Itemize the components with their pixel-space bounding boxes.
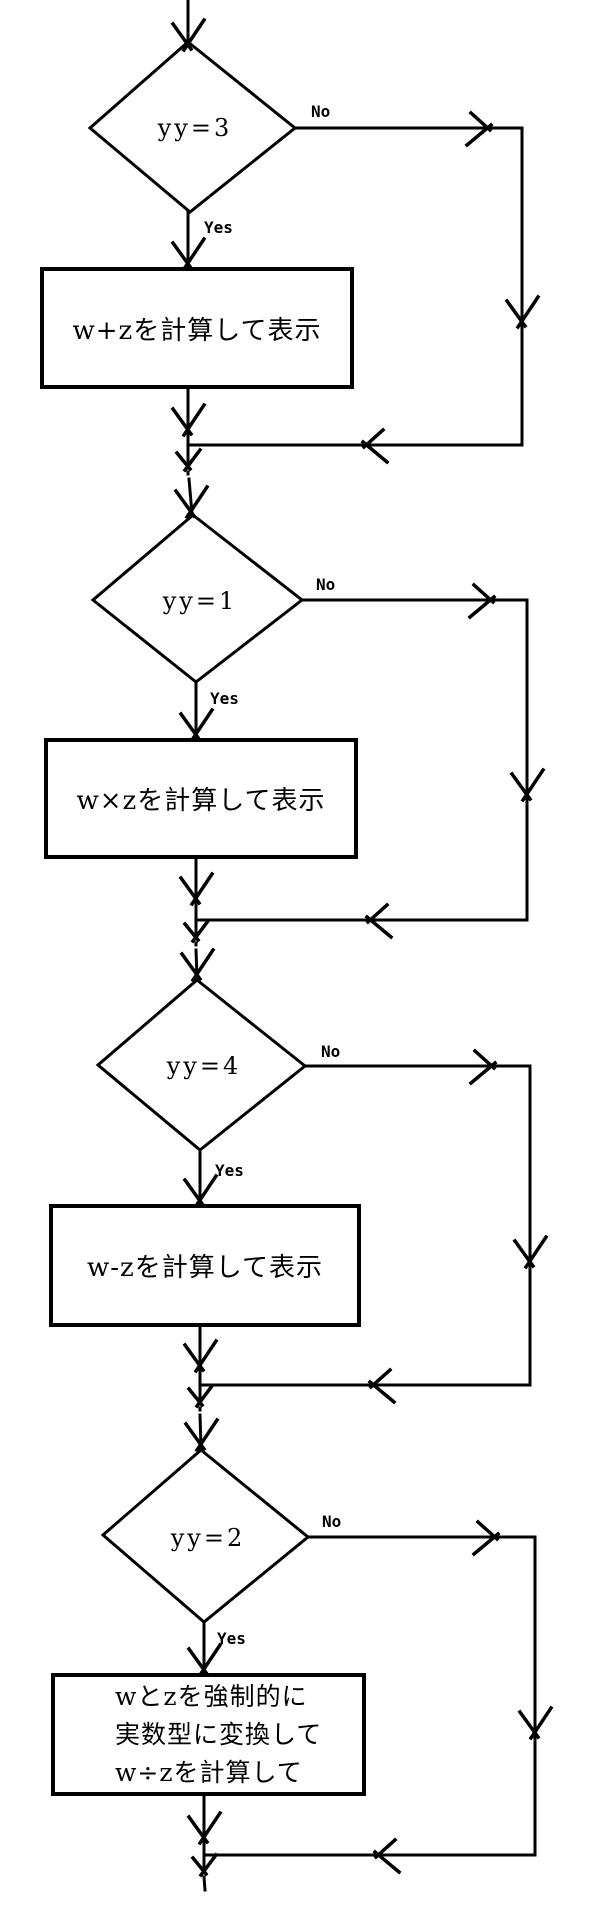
process-box-w-minus-z: w-zを計算して表示: [49, 1204, 361, 1327]
arrowhead-down: [178, 871, 215, 907]
arrowhead-down-small: [174, 447, 203, 473]
arrowhead-down: [182, 1173, 219, 1209]
arrowhead-down: [179, 947, 216, 983]
arrowhead-right: [468, 1048, 498, 1086]
no-branch-connector-3: [303, 1064, 532, 1387]
final-exit-connector: [202, 1853, 207, 1892]
arrowhead-right: [471, 1519, 501, 1557]
condition-label-1: yy=3: [157, 114, 233, 142]
no-branch-connector-1: [293, 126, 524, 447]
post-merge-connector-1: [186, 443, 194, 516]
section-yy4: yy=4 No Yes: [95, 978, 549, 1453]
yes-label-2: Yes: [210, 689, 239, 708]
yes-label-4: Yes: [217, 1629, 246, 1648]
post-merge-connector-2: [194, 918, 199, 979]
no-label-3: No: [321, 1042, 340, 1061]
arrowhead-down: [504, 294, 541, 330]
no-branch-connector-2: [300, 598, 529, 922]
arrowhead-down-small: [190, 1852, 219, 1878]
yes-label-1: Yes: [204, 218, 233, 237]
arrowhead-left: [372, 1837, 402, 1875]
post-merge-connector-3: [198, 1383, 203, 1449]
section-yy3: yy=3 No Yes: [87, 0, 541, 520]
arrowhead-down: [170, 17, 207, 53]
arrowhead-down: [512, 1234, 549, 1270]
arrowhead-down: [509, 767, 546, 803]
arrowhead-down-small: [182, 918, 211, 944]
process-label-w-divide-z-line2: 実数型に変換して: [115, 1719, 323, 1749]
section-yy1: yy=1 No Yes: [90, 513, 546, 983]
arrowhead-down: [186, 1810, 223, 1846]
arrowhead-down: [517, 1705, 554, 1741]
process-label-w-divide-z-line3: w÷zを計算して: [115, 1757, 303, 1787]
arrowhead-left: [364, 902, 394, 940]
condition-label-4: yy=2: [170, 1524, 246, 1552]
arrowhead-down: [182, 1338, 219, 1374]
arrowhead-down: [173, 484, 210, 520]
arrowhead-left: [360, 427, 390, 465]
process-box-w-divide-z: wとzを強制的に 実数型に変換して w÷zを計算して: [51, 1673, 366, 1796]
arrowhead-down-small: [186, 1383, 215, 1409]
arrowhead-left: [367, 1367, 397, 1405]
process-label-w-plus-z: w+zを計算して表示: [72, 315, 322, 346]
yes-label-3: Yes: [215, 1161, 244, 1180]
no-label-2: No: [316, 575, 335, 594]
process-box-w-times-z: w×zを計算して表示: [44, 738, 358, 859]
process-label-w-divide-z-line1: wとzを強制的に: [115, 1681, 308, 1711]
arrowhead-down: [170, 236, 207, 272]
process-label-w-minus-z: w-zを計算して表示: [87, 1253, 323, 1283]
process-label-w-times-z: w×zを計算して表示: [76, 786, 326, 816]
arrowhead-down: [178, 707, 215, 743]
arrowhead-down: [186, 1642, 223, 1678]
no-branch-connector-4: [306, 1535, 537, 1857]
condition-label-3: yy=4: [166, 1052, 242, 1080]
arrowhead-right: [464, 110, 494, 148]
process-box-w-plus-z: w+zを計算して表示: [40, 267, 354, 389]
arrowhead-right: [467, 582, 497, 620]
no-label-1: No: [311, 102, 330, 121]
arrowhead-down: [183, 1417, 220, 1453]
decision-diamond-1: [87, 40, 298, 214]
section-yy2: yy=2 No Yes: [100, 1448, 554, 1892]
condition-label-2: yy=1: [162, 587, 238, 615]
no-label-4: No: [322, 1512, 341, 1531]
arrowhead-down: [170, 402, 207, 438]
